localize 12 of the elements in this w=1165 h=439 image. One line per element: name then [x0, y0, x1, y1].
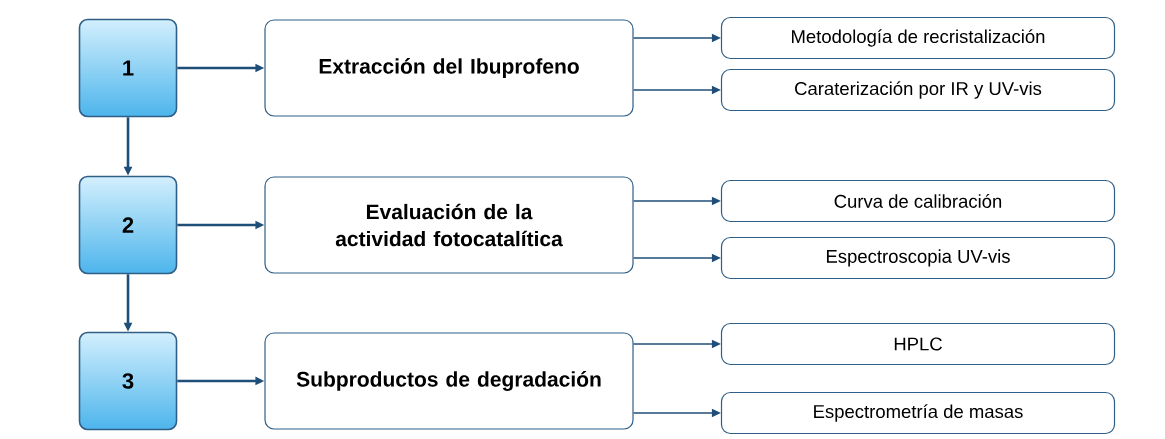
- step-number-box: 3: [78, 331, 178, 431]
- technique-box: Curva de calibración: [720, 179, 1116, 223]
- stage-box: Extracción del Ibuprofeno: [264, 19, 634, 117]
- step-number-box: 2: [78, 175, 178, 275]
- stage-box: Subproductos de degradación: [264, 332, 634, 430]
- technique-box: Espectroscopia UV-vis: [720, 236, 1116, 280]
- technique-box: Metodología de recristalización: [720, 16, 1116, 60]
- step-number-box: 1: [78, 18, 178, 118]
- technique-box: Caraterización por IR y UV-vis: [720, 68, 1116, 112]
- technique-box: Espectrometría de masas: [720, 391, 1116, 435]
- stage-box: Evaluación de la actividad fotocatalítica: [264, 176, 634, 274]
- technique-box: HPLC: [720, 322, 1116, 366]
